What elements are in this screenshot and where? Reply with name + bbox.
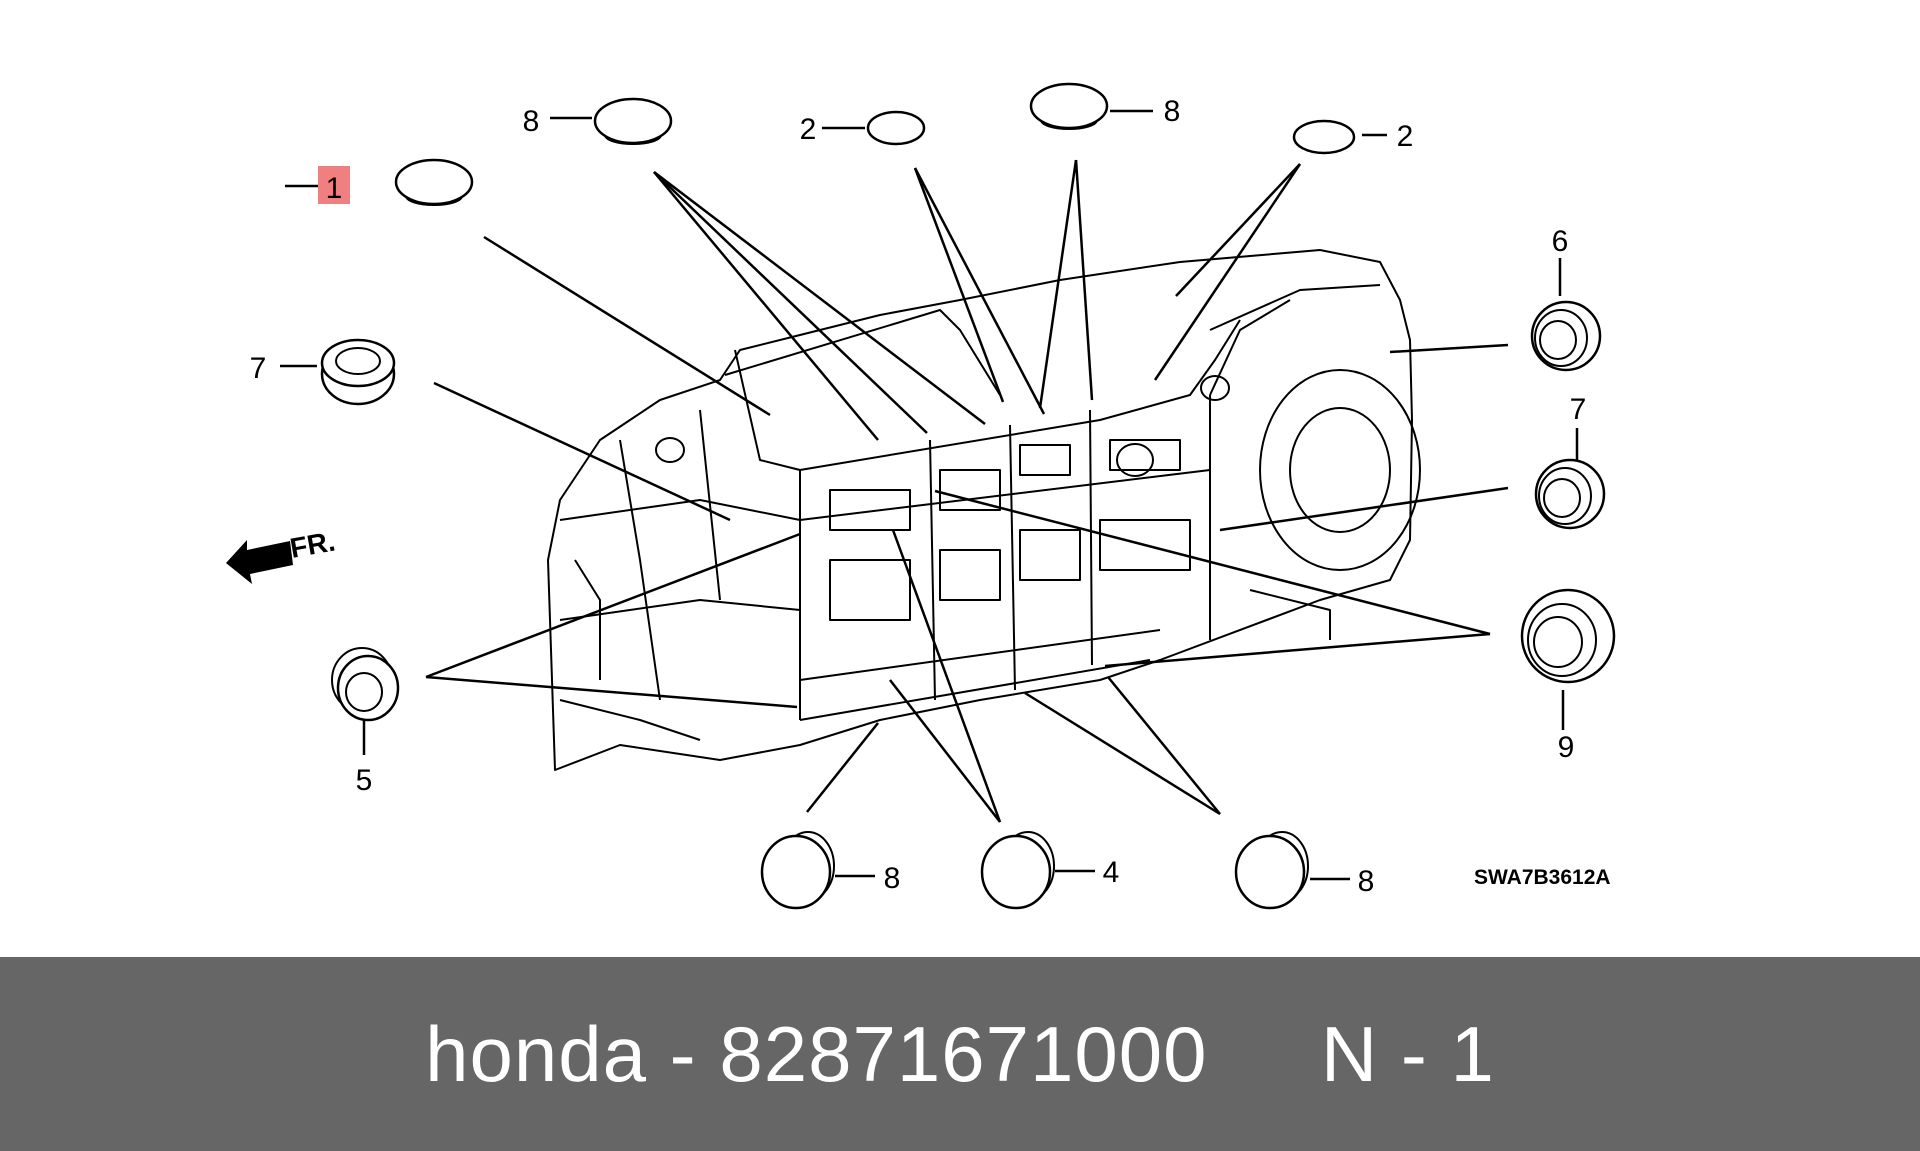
- front-direction-label: FR.: [288, 526, 338, 564]
- part-6-grommet[interactable]: [1530, 300, 1602, 372]
- callout-4[interactable]: 4: [1103, 856, 1120, 889]
- callout-8-top-left[interactable]: 8: [523, 105, 540, 138]
- callout-1[interactable]: 1: [326, 172, 343, 205]
- diagram-svg: FR. 1 8 2 8 2 6 7 7 9 5 8 4 8 SWA7B3612A: [226, 82, 1616, 910]
- part-2-seal-right[interactable]: [1292, 119, 1356, 155]
- callout-1-highlight: [318, 166, 350, 204]
- part-1-plug[interactable]: [394, 158, 474, 207]
- part-4-plug[interactable]: [980, 830, 1056, 910]
- callout-2-left[interactable]: 2: [800, 113, 817, 146]
- callout-8-bottom-right[interactable]: 8: [1358, 865, 1375, 898]
- callout-9[interactable]: 9: [1558, 731, 1575, 764]
- part-8-plug-top-right[interactable]: [1029, 82, 1109, 131]
- callout-2-right[interactable]: 2: [1397, 120, 1414, 153]
- callout-6[interactable]: 6: [1552, 225, 1569, 258]
- part-9-grommet[interactable]: [1520, 588, 1616, 684]
- footer-text: honda - 82871671000 N - 1: [425, 1009, 1495, 1100]
- callout-8-top-right[interactable]: 8: [1164, 95, 1181, 128]
- callout-8-bottom-left[interactable]: 8: [884, 862, 901, 895]
- footer-separator: -: [669, 1009, 697, 1098]
- vehicle-body: [547, 249, 1421, 771]
- leader-lines: [280, 109, 1579, 881]
- part-8-plug-top-left[interactable]: [593, 97, 673, 146]
- footer-bar: honda - 82871671000 N - 1: [0, 957, 1920, 1151]
- part-8-plug-bottom-right[interactable]: [1234, 830, 1310, 910]
- callout-5[interactable]: 5: [356, 764, 373, 797]
- part-7-grommet-right[interactable]: [1534, 458, 1606, 530]
- diagram-code: SWA7B3612A: [1474, 866, 1611, 889]
- front-direction-arrow: FR.: [226, 526, 337, 584]
- footer-part-number: 82871671000: [719, 1009, 1208, 1098]
- part-2-seal-left[interactable]: [866, 110, 926, 146]
- part-5-grommet[interactable]: [331, 647, 400, 722]
- footer-brand: honda: [425, 1009, 647, 1098]
- callout-7-right[interactable]: 7: [1570, 393, 1587, 426]
- part-8-plug-bottom-left[interactable]: [760, 830, 836, 910]
- callout-7-left[interactable]: 7: [250, 352, 267, 385]
- parts-diagram: FR. 1 8 2 8 2 6 7 7 9 5 8 4 8 SWA7B3612A: [226, 82, 1616, 910]
- footer-position: N - 1: [1320, 1009, 1495, 1098]
- part-7-grommet-left[interactable]: [320, 338, 396, 406]
